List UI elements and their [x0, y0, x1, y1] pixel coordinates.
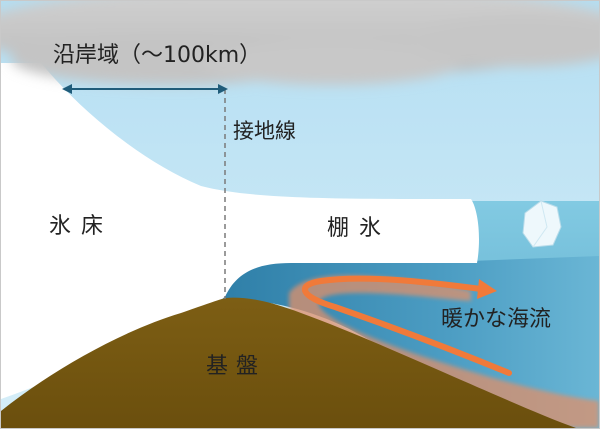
warm-water-zone [289, 275, 599, 428]
warm-current-path [301, 275, 512, 376]
ice-shelf-label: 棚氷 [327, 216, 392, 241]
bedrock [1, 297, 576, 428]
ice-sheet-label: 氷床 [49, 214, 114, 239]
iceberg-facet [532, 200, 548, 248]
coastal-zone-label: 沿岸域（～100km） [53, 43, 262, 68]
iceberg [522, 200, 562, 248]
ice-body [1, 63, 479, 399]
bedrock-label: 基盤 [206, 354, 267, 379]
cloud [1, 1, 599, 85]
warm-current-label: 暖かな海流 [441, 307, 552, 332]
warm-current-arrowhead [477, 279, 497, 299]
grounding-line-label: 接地線 [233, 119, 296, 143]
